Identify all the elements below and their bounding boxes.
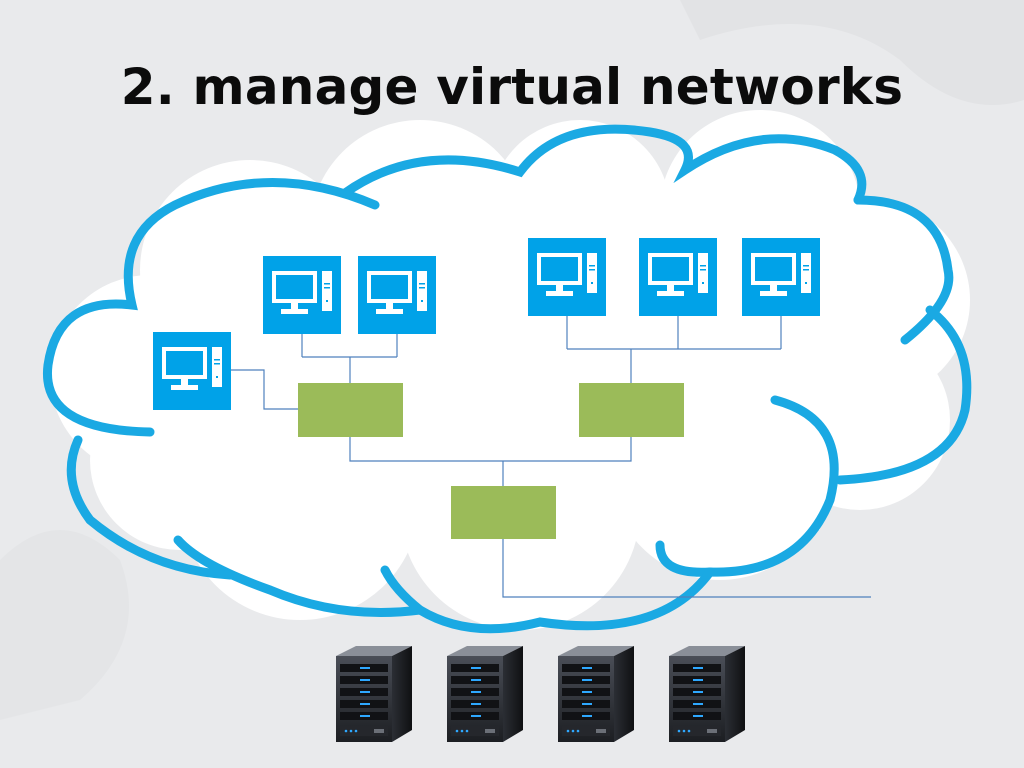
- desktop-computer-icon: [528, 238, 606, 316]
- switch-right: [579, 383, 684, 437]
- server-rack-icon: [336, 646, 412, 742]
- link-pc1-switch-left: [231, 369, 299, 410]
- server-rack-icon: [447, 646, 523, 742]
- desktop-computer-icon: [263, 256, 341, 334]
- link-switches-core: [349, 437, 632, 462]
- switch-core: [451, 486, 556, 539]
- network-links: [231, 316, 871, 598]
- desktop-computer-icon: [639, 238, 717, 316]
- switch-left: [298, 383, 403, 437]
- link-uplink: [502, 539, 871, 598]
- desktop-computer-icon: [742, 238, 820, 316]
- desktop-computer-icon: [153, 332, 231, 410]
- switches: [298, 383, 684, 539]
- desktop-computer-icon: [358, 256, 436, 334]
- server-rack-icon: [669, 646, 745, 742]
- server-rack-icon: [558, 646, 634, 742]
- slide-title: 2. manage virtual networks: [120, 58, 904, 116]
- servers: [336, 646, 745, 742]
